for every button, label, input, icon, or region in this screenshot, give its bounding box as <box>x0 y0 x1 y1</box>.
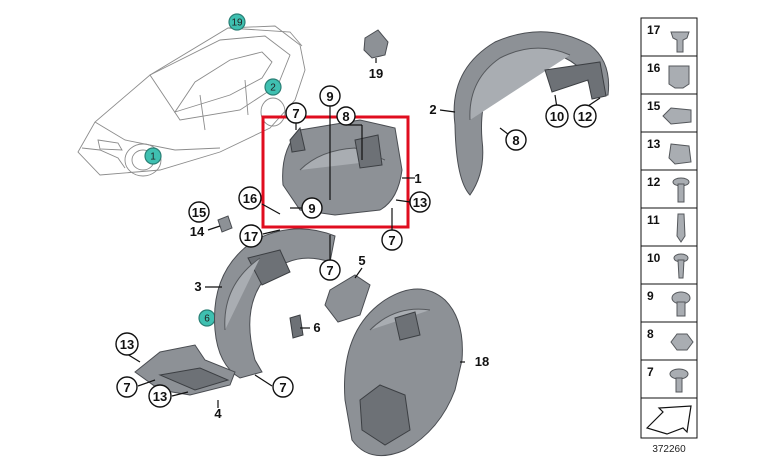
part-4-splash-shield <box>134 344 236 396</box>
svg-text:6: 6 <box>313 320 320 335</box>
car-marker-1: 1 <box>144 147 162 165</box>
svg-text:17: 17 <box>647 23 661 37</box>
part-3-wheel-arch-liner <box>214 228 336 379</box>
svg-text:7: 7 <box>647 365 654 379</box>
svg-text:13: 13 <box>413 195 427 210</box>
direction-arrow-cell <box>640 397 698 439</box>
fastener-16: 16 <box>640 55 698 95</box>
fastener-index: 17 16 15 13 12 11 <box>640 17 698 455</box>
callout-13-bottom: 13 <box>148 384 172 408</box>
direction-arrow-icon <box>645 405 692 435</box>
part-19-bracket <box>363 29 389 59</box>
svg-text:1: 1 <box>150 152 156 163</box>
svg-text:18: 18 <box>475 354 489 369</box>
selection-highlight <box>261 115 410 229</box>
svg-text:17: 17 <box>244 229 258 244</box>
svg-text:14: 14 <box>190 224 205 239</box>
part-6-bracket <box>289 314 304 339</box>
svg-text:8: 8 <box>342 109 349 124</box>
svg-text:9: 9 <box>326 89 333 104</box>
callout-18: 18 <box>475 354 489 369</box>
callout-17: 17 <box>239 224 263 248</box>
callout-7-right: 7 <box>381 229 403 251</box>
svg-text:3: 3 <box>194 279 201 294</box>
callout-7-left: 7 <box>116 376 138 398</box>
svg-text:19: 19 <box>231 18 243 29</box>
svg-text:9: 9 <box>647 289 654 303</box>
svg-text:7: 7 <box>326 263 333 278</box>
svg-text:7: 7 <box>388 233 395 248</box>
callout-19: 19 <box>369 66 383 81</box>
part-14-clip <box>217 215 233 233</box>
svg-text:2: 2 <box>270 83 276 94</box>
svg-text:7: 7 <box>123 380 130 395</box>
callout-15: 15 <box>188 201 210 223</box>
svg-text:16: 16 <box>647 61 661 75</box>
fastener-10: 10 <box>640 245 698 285</box>
svg-text:15: 15 <box>192 205 206 220</box>
callout-16: 16 <box>238 186 262 210</box>
callout-3: 3 <box>194 279 201 294</box>
callout-7-top: 7 <box>285 102 307 124</box>
callout-8-front: 8 <box>336 106 356 126</box>
part-2-wheel-arch-liner <box>453 31 610 196</box>
part-18-wheel-arch-liner <box>344 288 463 457</box>
svg-text:6: 6 <box>204 314 210 325</box>
fastener-12: 12 <box>640 169 698 209</box>
svg-text:16: 16 <box>243 191 257 206</box>
svg-text:8: 8 <box>647 327 654 341</box>
svg-text:7: 7 <box>292 106 299 121</box>
svg-text:12: 12 <box>647 175 661 189</box>
fastener-17: 17 <box>640 17 698 57</box>
callout-9-mid: 9 <box>301 197 323 219</box>
svg-text:10: 10 <box>647 251 661 265</box>
callout-7-bottom: 7 <box>272 376 294 398</box>
svg-text:13: 13 <box>153 389 167 404</box>
callout-5: 5 <box>358 253 365 268</box>
callout-2: 2 <box>429 102 436 117</box>
callout-13-top: 13 <box>409 191 431 213</box>
svg-text:11: 11 <box>647 213 660 227</box>
fastener-8: 8 <box>640 321 698 361</box>
callout-9-top: 9 <box>319 85 341 107</box>
svg-text:8: 8 <box>512 133 519 148</box>
svg-text:4: 4 <box>214 406 222 421</box>
svg-text:13: 13 <box>120 337 134 352</box>
callout-7-mid: 7 <box>319 259 341 281</box>
svg-text:19: 19 <box>369 66 383 81</box>
callout-8-rear: 8 <box>505 129 527 151</box>
image-code: 372260 <box>652 444 686 455</box>
fastener-7: 7 <box>640 359 698 399</box>
callout-1: 1 <box>414 171 421 186</box>
callout-10: 10 <box>545 104 569 128</box>
car-outline <box>77 25 306 177</box>
fastener-13: 13 <box>640 131 698 171</box>
callout-6: 6 <box>313 320 320 335</box>
svg-text:13: 13 <box>647 137 661 151</box>
svg-text:7: 7 <box>279 380 286 395</box>
car-marker-6: 6 <box>198 309 216 327</box>
svg-text:10: 10 <box>550 109 564 124</box>
svg-text:5: 5 <box>358 253 365 268</box>
svg-text:9: 9 <box>308 201 315 216</box>
svg-text:2: 2 <box>429 102 436 117</box>
svg-text:1: 1 <box>414 171 421 186</box>
fastener-9: 9 <box>640 283 698 323</box>
callout-4: 4 <box>214 406 222 421</box>
svg-text:15: 15 <box>647 99 661 113</box>
svg-text:12: 12 <box>578 109 592 124</box>
fastener-11: 11 <box>640 207 698 247</box>
fastener-15: 15 <box>640 93 698 133</box>
part-5-cover <box>324 274 371 323</box>
callout-13-left: 13 <box>115 332 139 356</box>
car-marker-2: 2 <box>264 78 282 96</box>
callout-14: 14 <box>190 224 205 239</box>
leader-lines <box>126 58 601 408</box>
callout-12: 12 <box>573 104 597 128</box>
part-1-wheel-arch-liner <box>282 119 403 216</box>
car-marker-19: 19 <box>228 13 246 31</box>
